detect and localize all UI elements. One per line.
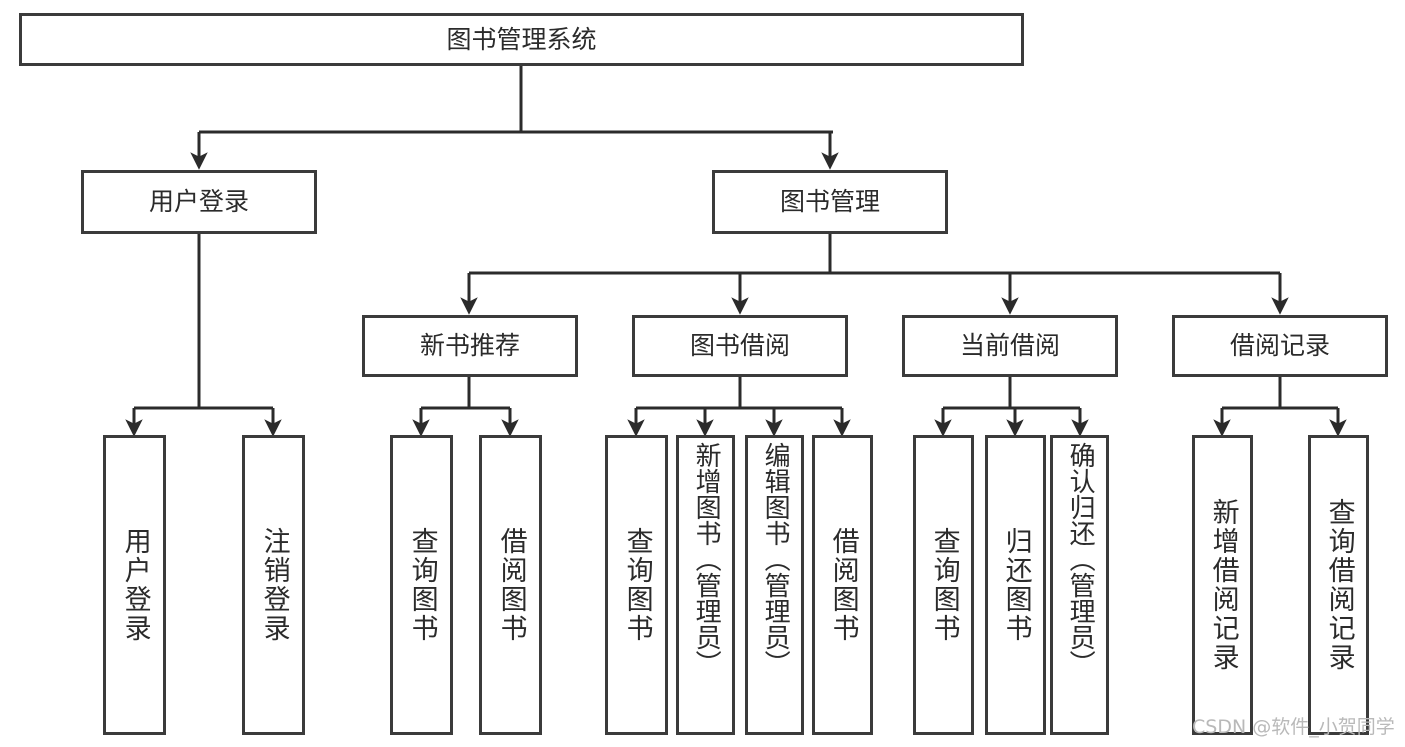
leaf-label: 查询借阅记录 bbox=[1323, 498, 1355, 672]
node-book-borrow-label: 图书借阅 bbox=[689, 331, 790, 361]
leaf-current-borrow-query[interactable]: 查询图书 bbox=[913, 435, 974, 735]
leaf-user-login-logout[interactable]: 注销登录 bbox=[242, 435, 305, 735]
node-user-login-label: 用户登录 bbox=[148, 187, 249, 217]
node-book-borrow[interactable]: 图书借阅 bbox=[632, 315, 848, 377]
node-new-book-recommend[interactable]: 新书推荐 bbox=[362, 315, 578, 377]
leaf-current-borrow-confirm[interactable]: 确认归还（管理员） bbox=[1050, 435, 1109, 735]
leaf-label: 注销登录 bbox=[258, 527, 290, 643]
node-borrow-record-label: 借阅记录 bbox=[1229, 331, 1330, 361]
leaf-label: 归还图书 bbox=[1000, 527, 1032, 643]
leaf-label: 新增借阅记录 bbox=[1207, 498, 1239, 672]
node-borrow-record[interactable]: 借阅记录 bbox=[1172, 315, 1388, 377]
node-user-login[interactable]: 用户登录 bbox=[81, 170, 317, 234]
leaf-user-login-login[interactable]: 用户登录 bbox=[103, 435, 166, 735]
leaf-label: 编辑图书（管理员） bbox=[760, 442, 791, 676]
leaf-label: 查询图书 bbox=[621, 527, 653, 643]
leaf-book-borrow-query[interactable]: 查询图书 bbox=[605, 435, 668, 735]
leaf-new-book-query[interactable]: 查询图书 bbox=[390, 435, 453, 735]
csdn-watermark: CSDN @软件_小贺同学 bbox=[1192, 716, 1395, 738]
leaf-label: 新增图书（管理员） bbox=[691, 442, 722, 676]
leaf-current-borrow-return[interactable]: 归还图书 bbox=[985, 435, 1046, 735]
leaf-book-borrow-borrow[interactable]: 借阅图书 bbox=[812, 435, 873, 735]
node-current-borrow-label: 当前借阅 bbox=[959, 331, 1060, 361]
leaf-book-borrow-edit[interactable]: 编辑图书（管理员） bbox=[745, 435, 804, 735]
node-root[interactable]: 图书管理系统 bbox=[19, 13, 1024, 66]
leaf-borrow-record-add[interactable]: 新增借阅记录 bbox=[1192, 435, 1253, 735]
node-book-management[interactable]: 图书管理 bbox=[712, 170, 948, 234]
leaf-borrow-record-query[interactable]: 查询借阅记录 bbox=[1308, 435, 1369, 735]
leaf-book-borrow-add[interactable]: 新增图书（管理员） bbox=[676, 435, 735, 735]
leaf-label: 确认归还（管理员） bbox=[1065, 442, 1096, 676]
node-new-book-recommend-label: 新书推荐 bbox=[419, 331, 520, 361]
leaf-label: 借阅图书 bbox=[827, 527, 859, 643]
node-current-borrow[interactable]: 当前借阅 bbox=[902, 315, 1118, 377]
node-book-management-label: 图书管理 bbox=[779, 187, 880, 217]
leaf-label: 用户登录 bbox=[119, 527, 151, 643]
leaf-new-book-borrow[interactable]: 借阅图书 bbox=[479, 435, 542, 735]
leaf-label: 查询图书 bbox=[928, 527, 960, 643]
leaf-label: 借阅图书 bbox=[495, 527, 527, 643]
leaf-label: 查询图书 bbox=[406, 527, 438, 643]
node-root-label: 图书管理系统 bbox=[446, 24, 597, 54]
